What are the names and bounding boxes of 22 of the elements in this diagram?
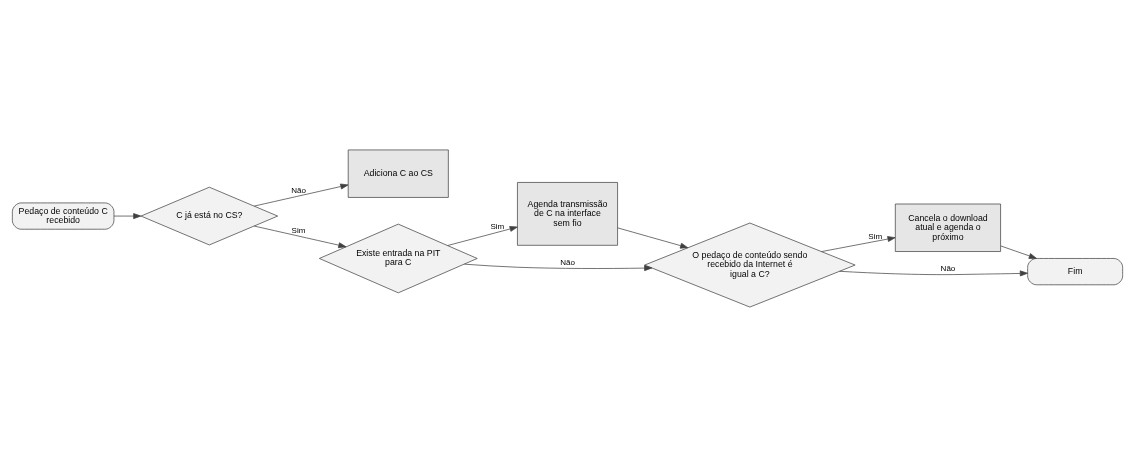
arrow xyxy=(447,225,518,246)
edge-label: Não xyxy=(291,185,306,195)
arrow xyxy=(821,235,896,252)
node-box: Adiciona C ao CS xyxy=(347,149,449,198)
arrow xyxy=(464,263,653,271)
arrow xyxy=(253,183,349,206)
edge-label: Não xyxy=(560,257,575,267)
node-diamond: C já está no CS? xyxy=(140,186,279,245)
arrow xyxy=(113,212,142,219)
node-box: Agenda transmissão de C na interface sem fio xyxy=(517,181,618,246)
node-box: Fim xyxy=(1027,257,1123,285)
edge-label: Sim xyxy=(490,221,505,231)
edge-label: Não xyxy=(940,263,956,273)
arrow xyxy=(839,270,1028,276)
edge-label: Sim xyxy=(291,225,306,235)
arrow xyxy=(253,225,347,248)
node-box: Pedaço de conteúdo C recebido xyxy=(12,202,115,230)
arrow xyxy=(617,227,689,249)
node-box: Cancela o download atual e agenda o próximo xyxy=(894,203,1001,252)
node-diamond: Existe entrada na PIT para C xyxy=(319,223,478,293)
edge-label: Sim xyxy=(868,231,883,241)
arrow xyxy=(1000,245,1037,259)
